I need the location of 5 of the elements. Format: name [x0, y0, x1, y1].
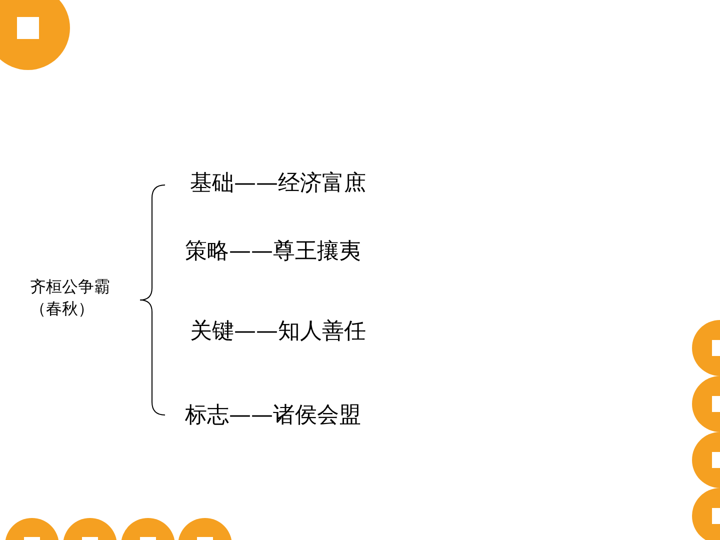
- topic-label: 齐桓公争霸（春秋）: [30, 276, 111, 320]
- item-label: 基础——经济富庶: [190, 170, 366, 198]
- item-label: 策略——尊王攘夷: [185, 238, 361, 266]
- item-label: 关键——知人善任: [190, 318, 366, 346]
- item-label: 标志——诸侯会盟: [185, 402, 361, 430]
